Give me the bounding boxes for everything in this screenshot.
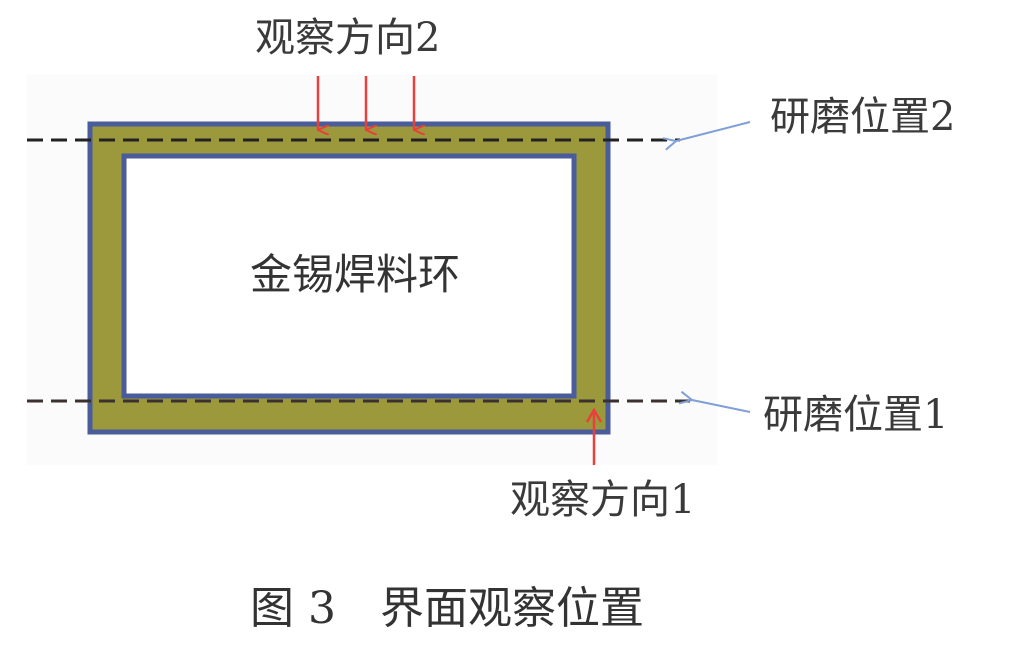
label-grind-position-1: 研磨位置1 bbox=[763, 392, 949, 438]
pointer-arrow-grind-2 bbox=[676, 121, 751, 141]
caption-title: 界面观察位置 bbox=[379, 583, 644, 634]
pointer-arrow-grind-1 bbox=[692, 400, 751, 413]
figure-caption: 图 3 界面观察位置 bbox=[250, 572, 644, 636]
label-observe-direction-2: 观察方向2 bbox=[255, 15, 441, 61]
ring-label: 金锡焊料环 bbox=[200, 235, 510, 307]
label-grind-position-2: 研磨位置2 bbox=[770, 94, 956, 140]
observe-arrows-2 bbox=[316, 76, 414, 130]
label-observe-direction-1: 观察方向1 bbox=[510, 477, 696, 523]
caption-number: 图 3 bbox=[250, 583, 336, 634]
observe-arrow-1 bbox=[585, 407, 603, 465]
